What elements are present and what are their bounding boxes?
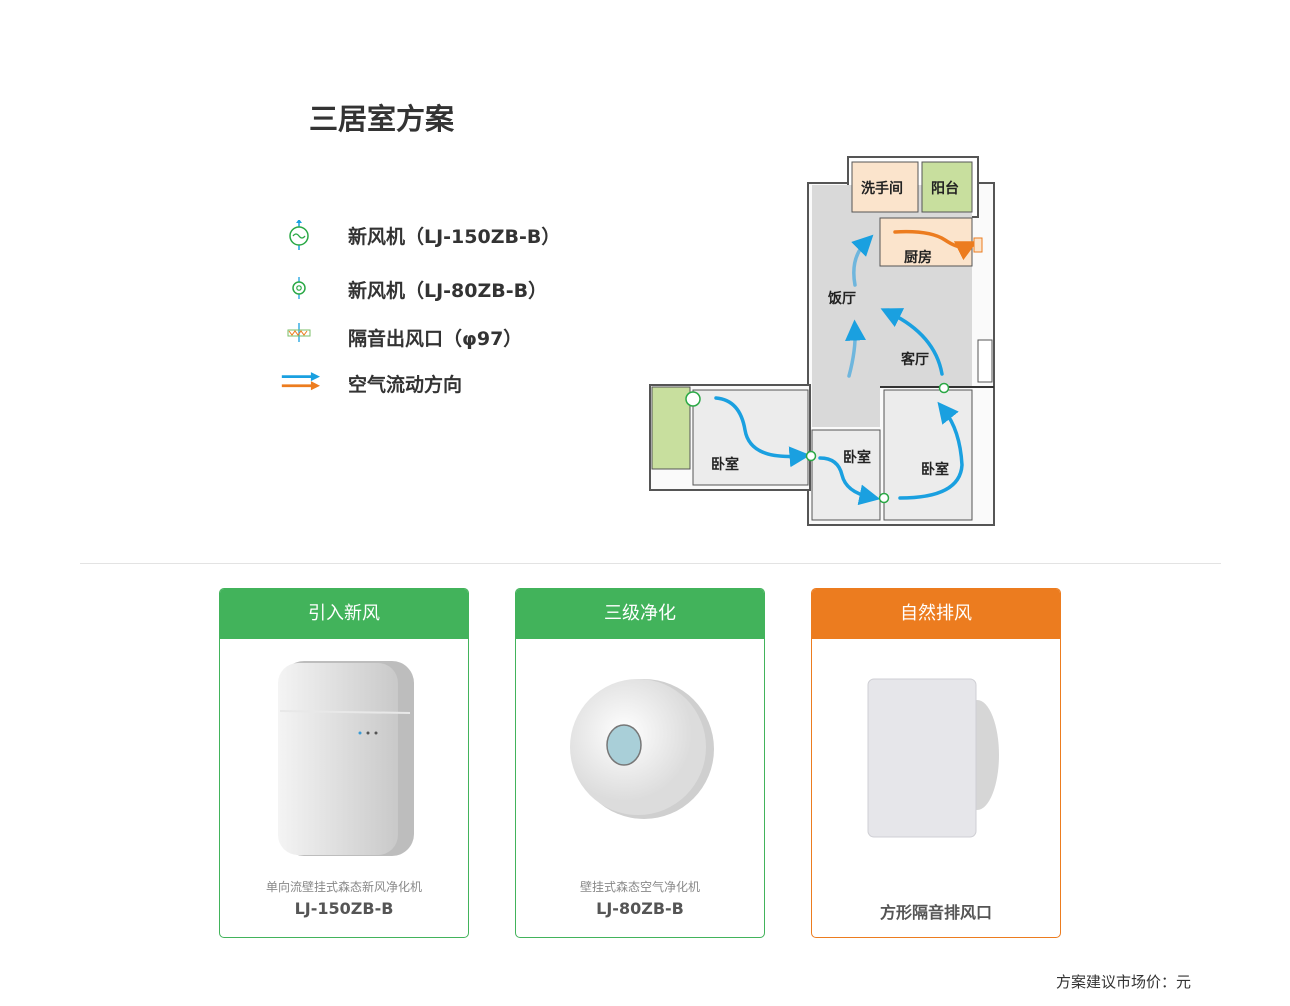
product-card-exhaust[interactable]: 自然排风 方形隔音排风口 (811, 588, 1061, 938)
legend-label: 新风机（LJ-150ZB-B） (348, 226, 561, 248)
card-header: 引入新风 (220, 589, 468, 639)
card-header: 三级净化 (516, 589, 764, 639)
product-card-fresh-air[interactable]: 引入新风 单向流壁挂式森态新风净化机 LJ-150ZB-B (219, 588, 469, 938)
fresh-air-unit-small-icon (292, 277, 306, 299)
product-model: LJ-150ZB-B (294, 899, 394, 918)
airflow-arrows-icon (281, 372, 320, 391)
air-purifier-image (570, 679, 714, 819)
exhaust-vent-image (867, 678, 999, 838)
fresh-air-unit-large-icon (685, 391, 701, 407)
product-model: LJ-80ZB-B (596, 899, 684, 918)
silent-vent-icon (973, 237, 983, 253)
floor-plan: 洗手间 阳台 厨房 饭厅 客厅 卧室 卧室 卧室 (649, 156, 995, 526)
legend-label: 隔音出风口（φ97） (348, 328, 523, 350)
product-card-purification[interactable]: 三级净化 壁挂式森态空气净化机 LJ-80ZB-B (515, 588, 765, 938)
product-subtitle: 壁挂式森态空气净化机 (579, 880, 700, 894)
room-label-living: 客厅 (900, 351, 929, 368)
legend-label: 新风机（LJ-80ZB-B） (348, 280, 548, 302)
product-model: 方形隔音排风口 (879, 903, 992, 922)
silent-vent-icon (287, 323, 311, 342)
fresh-air-unit-large-icon (289, 220, 309, 250)
room-label-bedroom-right: 卧室 (921, 461, 949, 478)
room-label-kitchen: 厨房 (904, 249, 932, 266)
card-header: 自然排风 (812, 589, 1060, 639)
room-label-bedroom-left: 卧室 (711, 456, 739, 473)
fresh-air-unit-small-icon (805, 382, 950, 504)
room-label-balcony: 阳台 (931, 180, 959, 197)
room-label-bedroom-middle: 卧室 (843, 449, 871, 466)
fresh-air-unit-image (278, 661, 414, 856)
page-title: 三居室方案 (309, 102, 455, 136)
product-subtitle: 单向流壁挂式森态新风净化机 (265, 880, 422, 894)
legend-label: 空气流动方向 (348, 374, 463, 396)
price-label: 方案建议市场价：元 (1056, 973, 1192, 991)
room-label-washroom: 洗手间 (861, 180, 903, 197)
room-label-dining: 饭厅 (827, 290, 856, 307)
section-divider (80, 563, 1221, 564)
